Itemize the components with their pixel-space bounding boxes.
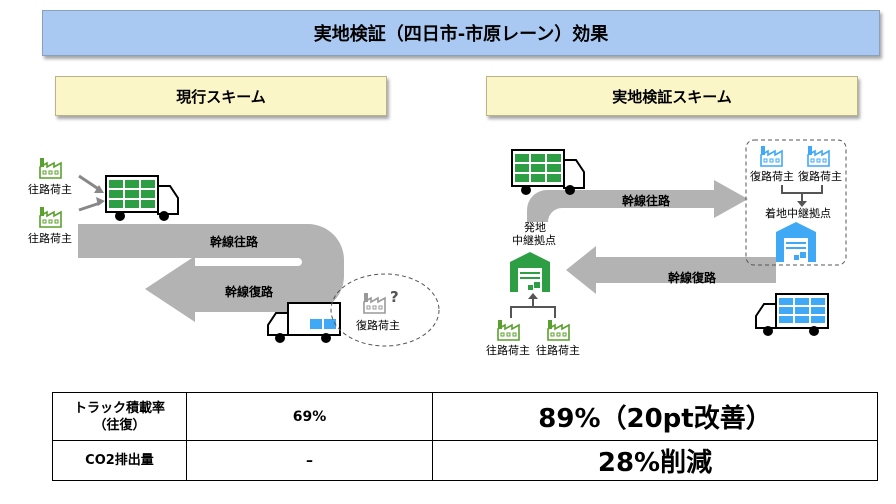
factory-icon — [39, 157, 62, 179]
pilot-value: 89%（20pt改善） — [432, 392, 878, 441]
departure-hub-label: 中継拠点 — [512, 234, 556, 247]
return-shipper-label: 復路荷主 — [356, 319, 400, 332]
outbound-shipper-label: 往路荷主 — [536, 344, 580, 357]
pilot-value: 28%削減 — [432, 440, 878, 481]
outbound-shipper-label: 往路荷主 — [28, 183, 72, 196]
truck-icon — [267, 302, 341, 343]
scheme-diagram — [39, 139, 847, 347]
table-row: トラック積載率 （往復） 69% 89%（20pt改善） — [52, 392, 878, 441]
current-value: – — [186, 440, 433, 481]
page-title: 実地検証（四日市-市原レーン）効果 — [42, 10, 880, 56]
factory-icon — [497, 319, 520, 341]
truck-icon — [105, 175, 179, 221]
factory-icon — [39, 206, 62, 228]
truck-icon — [755, 293, 829, 336]
factory-icon — [363, 292, 386, 314]
warehouse-icon — [776, 222, 816, 262]
factory-icon — [807, 145, 830, 167]
metric-label: CO2排出量 — [52, 440, 187, 481]
factory-icon — [760, 145, 783, 167]
return-shipper-label: 復路荷主 — [798, 170, 842, 183]
factory-icon — [547, 319, 570, 341]
current-value: 69% — [186, 392, 433, 441]
return-route-label: 幹線復路 — [668, 271, 717, 285]
right-return-arrow-shape — [566, 246, 776, 294]
right-outbound-arrow-shape — [527, 180, 748, 222]
outbound-shipper-label: 往路荷主 — [486, 344, 530, 357]
current-scheme-heading: 現行スキーム — [55, 76, 387, 116]
question-mark: ? — [390, 288, 399, 306]
return-route-label: 幹線復路 — [225, 285, 274, 299]
outbound-route-label: 幹線往路 — [622, 194, 671, 208]
outbound-shipper-label: 往路荷主 — [28, 232, 72, 245]
arrival-hub-label: 着地中継拠点 — [765, 207, 831, 220]
truck-icon — [511, 149, 585, 195]
departure-hub-label: 発地 — [524, 221, 546, 234]
results-table: トラック積載率 （往復） 69% 89%（20pt改善） CO2排出量 – 28… — [52, 392, 878, 481]
table-row: CO2排出量 – 28%削減 — [52, 440, 878, 481]
left-arrow-group — [78, 224, 344, 322]
left-outbound-arrow-shape — [78, 224, 344, 322]
outbound-route-label: 幹線往路 — [210, 235, 259, 249]
metric-label: トラック積載率 （往復） — [52, 392, 187, 441]
return-shipper-label: 復路荷主 — [750, 170, 794, 183]
pilot-scheme-heading: 実地検証スキーム — [486, 76, 858, 116]
warehouse-icon — [510, 252, 550, 292]
